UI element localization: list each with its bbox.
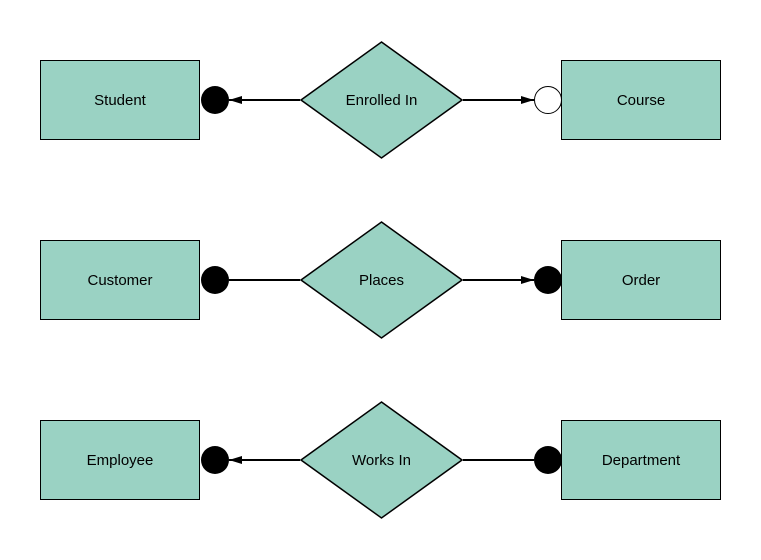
connector-line-left[interactable] xyxy=(229,279,300,281)
cardinality-dot-left[interactable] xyxy=(201,266,229,294)
entity-label: Customer xyxy=(87,271,153,289)
entity-label: Student xyxy=(94,91,146,109)
entity-label: Department xyxy=(601,451,681,469)
entity-right[interactable]: Department xyxy=(561,420,721,500)
entity-left[interactable]: Customer xyxy=(40,240,200,320)
entity-left[interactable]: Student xyxy=(40,60,200,140)
connector-line-right[interactable] xyxy=(463,99,534,101)
cardinality-dot-left[interactable] xyxy=(201,86,229,114)
er-row: Employee Works In Department xyxy=(0,401,761,519)
arrowhead-right-icon xyxy=(521,275,534,284)
entity-label: Employee xyxy=(86,451,154,469)
entity-right[interactable]: Course xyxy=(561,60,721,140)
arrowhead-left-icon xyxy=(229,95,242,104)
er-row: Customer Places Order xyxy=(0,221,761,339)
entity-left[interactable]: Employee xyxy=(40,420,200,500)
arrowhead-right-icon xyxy=(521,95,534,104)
connector-line-left[interactable] xyxy=(229,459,300,461)
entity-label: Order xyxy=(621,271,661,289)
cardinality-dot-right[interactable] xyxy=(534,446,562,474)
connector-line-right[interactable] xyxy=(463,279,534,281)
entity-label: Course xyxy=(616,91,666,109)
cardinality-dot-right[interactable] xyxy=(534,86,562,114)
relationship-diamond[interactable] xyxy=(300,401,463,519)
arrowhead-left-icon xyxy=(229,455,242,464)
cardinality-dot-right[interactable] xyxy=(534,266,562,294)
connector-line-left[interactable] xyxy=(229,99,300,101)
connector-line-right[interactable] xyxy=(463,459,534,461)
relationship-diamond[interactable] xyxy=(300,221,463,339)
er-row: Student Enrolled In Course xyxy=(0,41,761,159)
cardinality-dot-left[interactable] xyxy=(201,446,229,474)
relationship-diamond[interactable] xyxy=(300,41,463,159)
entity-right[interactable]: Order xyxy=(561,240,721,320)
